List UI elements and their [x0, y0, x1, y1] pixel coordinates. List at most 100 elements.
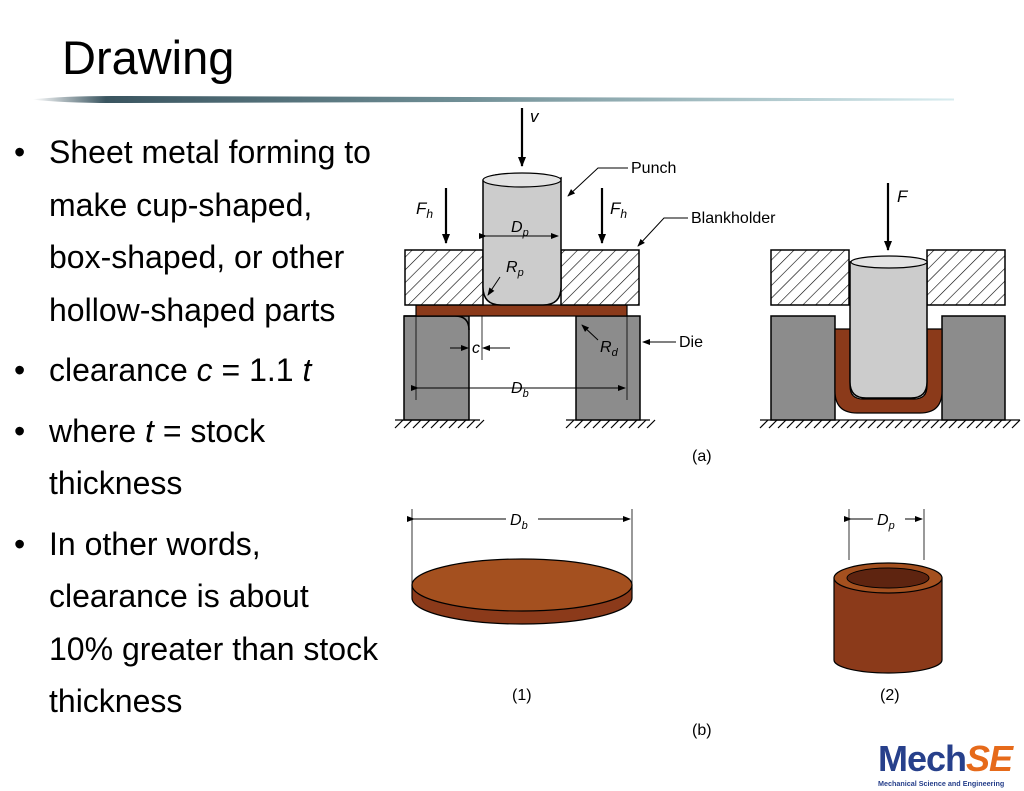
ground-hatch-tick — [565, 419, 575, 429]
ground-hatch-tick — [840, 419, 850, 429]
ground-hatch-tick — [646, 419, 656, 429]
die-right-assembly-right — [941, 315, 1006, 421]
bullet-dot: • — [14, 412, 26, 449]
ground-hatch-tick — [592, 419, 602, 429]
cup-body — [833, 577, 943, 674]
bullet-text: thickness — [49, 683, 183, 719]
ground-hatch-tick — [439, 419, 449, 429]
die-left-block — [403, 315, 470, 421]
fh-label-left: Fh — [416, 199, 433, 221]
rp-leader — [487, 276, 501, 296]
blankholder-right — [560, 249, 640, 306]
punch-top-right — [850, 255, 928, 269]
ground-hatch-tick — [466, 419, 476, 429]
blank-db-label: Db — [510, 512, 528, 532]
bullet-dot: • — [14, 134, 26, 170]
punch-leader — [567, 167, 628, 197]
ground-hatch-tick — [777, 419, 787, 429]
blankholder-label: Blankholder — [691, 210, 776, 227]
ground-hatch-tick — [448, 419, 458, 429]
punch-label: Punch — [631, 160, 676, 177]
blank-disc-top — [411, 558, 633, 612]
velocity-label: v — [530, 107, 540, 126]
ground-hatch-tick — [930, 419, 940, 429]
bullet-text: clearance c = 1.1 t — [49, 352, 312, 388]
punch-top-left — [482, 172, 562, 188]
ground-hatch-tick — [993, 419, 1003, 429]
ground-hatch-tick — [475, 419, 485, 429]
bullet-list: • Sheet metal forming to make cup-shaped… — [14, 126, 434, 736]
ground-hatch-tick — [412, 419, 422, 429]
bullet-text: thickness — [49, 465, 183, 501]
bullet-text: clearance is about — [49, 578, 309, 614]
sheet-blank — [415, 304, 628, 317]
ground-hatch-tick — [795, 419, 805, 429]
force-label: F — [897, 187, 909, 206]
ground-hatch-tick — [975, 419, 985, 429]
ground-hatch-tick — [912, 419, 922, 429]
die-label: Die — [679, 334, 703, 351]
ground-hatch-tick — [885, 419, 895, 429]
cup-opening — [846, 567, 930, 589]
ground-hatch-tick — [628, 419, 638, 429]
blankholder-left — [404, 249, 484, 306]
fh-label-right: Fh — [610, 199, 627, 221]
ground-hatch-tick — [1002, 419, 1012, 429]
title-divider — [32, 96, 954, 103]
ground-hatch-right — [759, 419, 1021, 429]
bullet-dot: • — [14, 352, 26, 388]
slide-title: Drawing — [62, 31, 235, 84]
bullet-text: In other words, — [49, 525, 261, 562]
ground-hatch-tick — [957, 419, 967, 429]
bullet-item: • clearance c = 1.1 t — [14, 344, 434, 397]
ground-hatch-tick — [813, 419, 823, 429]
bullet-text: 10% greater than stock — [49, 630, 379, 667]
ground-hatch-tick — [457, 419, 467, 429]
ground-hatch-tick — [768, 419, 778, 429]
ground-hatch-tick — [939, 419, 949, 429]
ground-hatch-tick — [858, 419, 868, 429]
c-label: c — [472, 340, 480, 357]
db-label: Db — [511, 380, 529, 400]
figure-label-1: (1) — [512, 687, 532, 704]
ground-hatch-tick — [637, 419, 647, 429]
bullet-dot: • — [14, 525, 26, 562]
figure-label-a: (a) — [692, 448, 712, 465]
bullet-text: make cup-shaped, — [49, 186, 313, 223]
ground-hatch-tick — [867, 419, 877, 429]
ground-hatch-tick — [966, 419, 976, 429]
bullet-text: where t = stock — [49, 412, 266, 449]
blankholder-leader — [637, 217, 688, 247]
ground-hatch-tick — [984, 419, 994, 429]
die-right-assembly-left — [770, 315, 836, 421]
ground-hatch-tick — [804, 419, 814, 429]
ground-hatch-tick — [831, 419, 841, 429]
bullet-item: • where t = stock thickness — [14, 405, 434, 510]
ground-hatch-left — [394, 419, 656, 429]
drawing-diagram: v Fh Fh Dp Rp Punch Blankholder Die Rd c… — [394, 107, 1021, 739]
blankholder-right-assembly-right — [926, 249, 1006, 306]
dp-label: Dp — [511, 219, 529, 239]
ground-hatch-tick — [849, 419, 859, 429]
figure-label-2: (2) — [880, 687, 900, 704]
ground-hatch-tick — [876, 419, 886, 429]
bullet-text: Sheet metal forming to — [49, 134, 371, 170]
ground-hatch-tick — [1011, 419, 1021, 429]
ground-hatch-tick — [421, 419, 431, 429]
bullet-item: • Sheet metal forming to make cup-shaped… — [14, 126, 434, 336]
cup-dp-label: Dp — [877, 512, 895, 532]
bullet-text: box-shaped, or other — [49, 239, 345, 275]
ground-hatch-tick — [610, 419, 620, 429]
logo-wordmark: MechSE — [878, 738, 1013, 779]
punch-right — [849, 257, 928, 399]
bullet-item: • In other words, clearance is about 10%… — [14, 518, 434, 728]
ground-hatch-tick — [430, 419, 440, 429]
ground-hatch-tick — [786, 419, 796, 429]
rd-label: Rd — [600, 339, 619, 359]
bullet-text: hollow-shaped parts — [49, 291, 336, 328]
logo-subtitle: Mechanical Science and Engineering — [878, 779, 1005, 788]
ground-hatch-tick — [619, 419, 629, 429]
ground-hatch-tick — [894, 419, 904, 429]
rd-leader — [581, 324, 599, 341]
ground-hatch-tick — [583, 419, 593, 429]
